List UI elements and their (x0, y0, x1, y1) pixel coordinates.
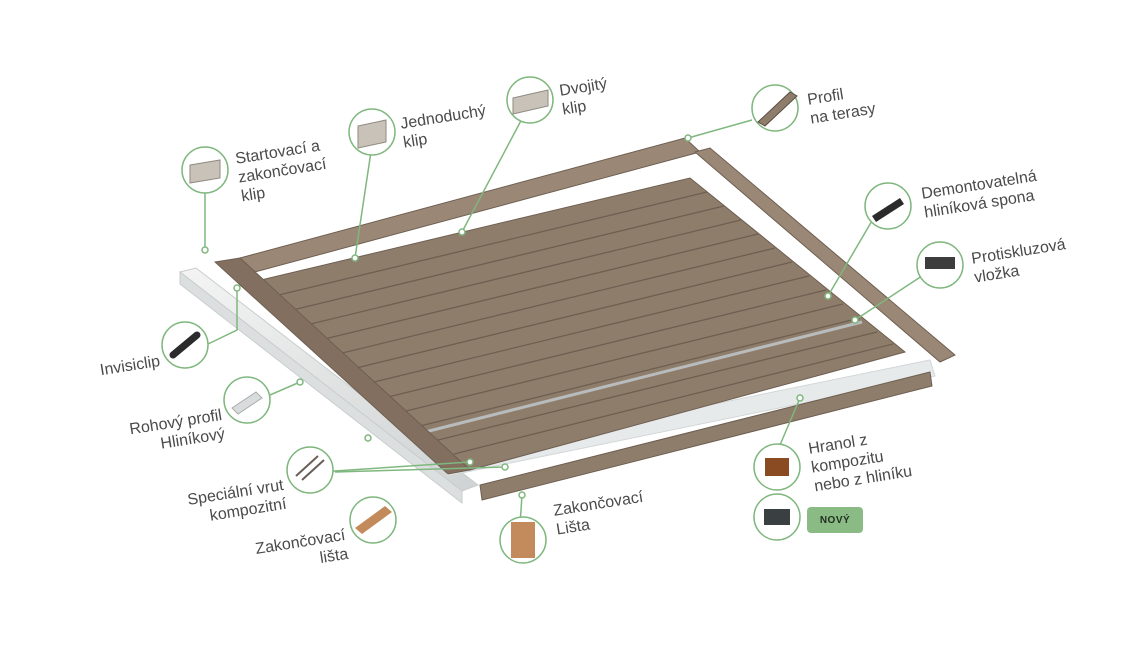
new-badge: NOVÝ (807, 507, 863, 533)
label-double-clip: Dvojitý klip (558, 74, 611, 119)
screws-icon (286, 446, 334, 494)
decking-profile-icon (751, 84, 799, 132)
front-end-strip (479, 371, 933, 501)
leader-lines (204, 114, 929, 526)
end-strip-front-icon (499, 516, 547, 564)
invisiclip-icon (161, 321, 209, 369)
corner-profile-strip-edge (179, 270, 463, 505)
corner-profile-icon (223, 376, 271, 424)
leader-dots (201, 134, 859, 499)
metal-strip (424, 320, 863, 434)
deck-surface (238, 177, 907, 471)
single-clip-icon (348, 108, 396, 156)
start-end-clip-icon (181, 146, 229, 194)
aluminium-clamp-icon (864, 182, 912, 230)
left-end-board (213, 257, 472, 475)
double-clip-icon (506, 76, 554, 124)
right-end-board (693, 147, 956, 363)
end-strip-icon (349, 496, 397, 544)
aluminium-joist-icon (753, 493, 801, 541)
composite-joist-icon (753, 443, 801, 491)
anti-slip-insert-icon (916, 241, 964, 289)
board-seams (257, 191, 894, 455)
